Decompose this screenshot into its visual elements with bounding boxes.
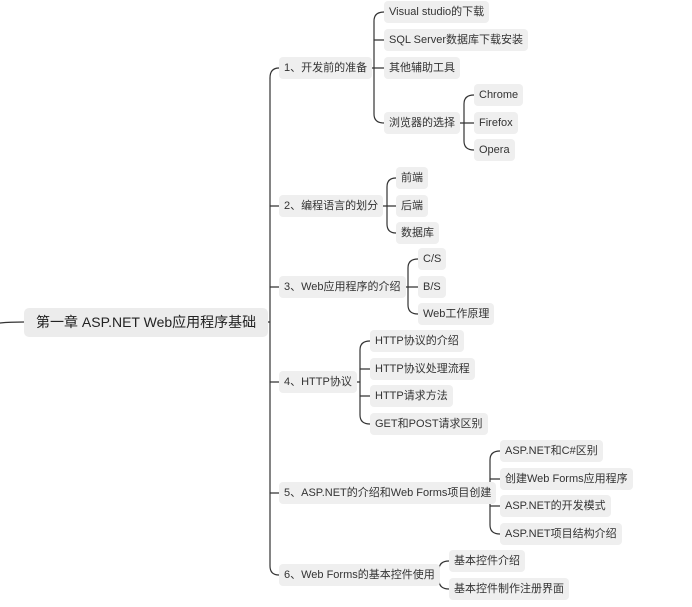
node-get-post-diff[interactable]: GET和POST请求区别 [370,413,488,435]
node-frontend[interactable]: 前端 [396,167,428,189]
node-aspnet-dev-mode[interactable]: ASP.NET的开发模式 [500,495,611,517]
branch-http-protocol[interactable]: 4、HTTP协议 [279,371,357,393]
branch-webforms-controls[interactable]: 6、Web Forms的基本控件使用 [279,564,440,586]
branch-web-app-intro[interactable]: 3、Web应用程序的介绍 [279,276,406,298]
node-aspnet-project-structure[interactable]: ASP.NET项目结构介绍 [500,523,622,545]
node-aspnet-csharp-diff[interactable]: ASP.NET和C#区别 [500,440,603,462]
node-visual-studio-download[interactable]: Visual studio的下载 [384,1,490,23]
branch-aspnet-webforms[interactable]: 5、ASP.NET的介绍和Web Forms项目创建 [279,482,497,504]
node-sql-server-install[interactable]: SQL Server数据库下载安装 [384,29,529,51]
node-http-intro[interactable]: HTTP协议的介绍 [370,330,464,352]
node-create-webforms-app[interactable]: 创建Web Forms应用程序 [500,468,633,490]
node-basic-controls-intro[interactable]: 基本控件介绍 [449,550,525,572]
node-http-methods[interactable]: HTTP请求方法 [370,385,453,407]
node-firefox[interactable]: Firefox [474,112,518,134]
node-browser-choice[interactable]: 浏览器的选择 [384,112,460,134]
node-cs[interactable]: C/S [418,248,447,270]
node-other-tools[interactable]: 其他辅助工具 [384,57,460,79]
root-topic[interactable]: 第一章 ASP.NET Web应用程序基础 [24,308,269,337]
branch-programming-languages[interactable]: 2、编程语言的划分 [279,195,384,217]
node-bs[interactable]: B/S [418,276,446,298]
node-web-principle[interactable]: Web工作原理 [418,303,495,325]
node-backend[interactable]: 后端 [396,195,428,217]
node-chrome[interactable]: Chrome [474,84,524,106]
node-database[interactable]: 数据库 [396,222,439,244]
node-opera[interactable]: Opera [474,139,515,161]
node-basic-controls-register[interactable]: 基本控件制作注册界面 [449,578,569,600]
node-http-flow[interactable]: HTTP协议处理流程 [370,358,475,380]
branch-dev-preparation[interactable]: 1、开发前的准备 [279,57,373,79]
